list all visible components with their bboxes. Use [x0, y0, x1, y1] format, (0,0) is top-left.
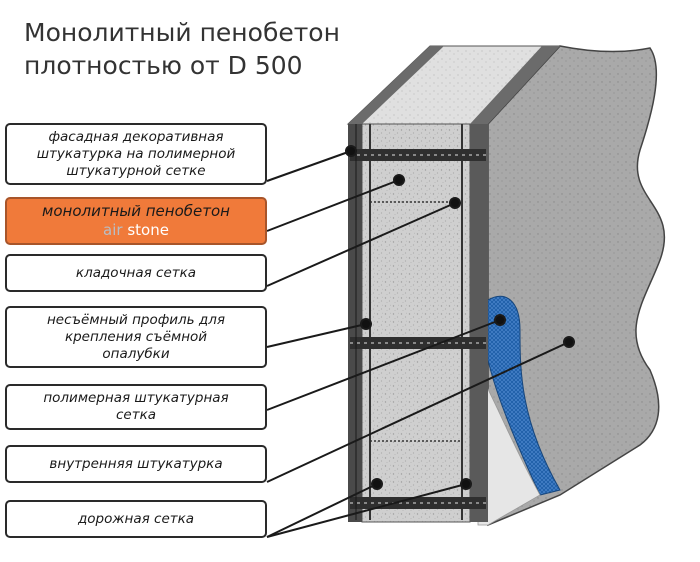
label-polymer-mesh-line-1: полимерная штукатурная [43, 390, 229, 406]
label-interior-plaster-line-1: внутренняя штукатурка [49, 455, 223, 472]
label-facade-plaster-line-3: штукатурной сетке [66, 162, 206, 179]
label-polymer-mesh-line-2: сетка [115, 407, 157, 423]
label-monolithic-foam-concrete-line-1: монолитный пенобетон [42, 202, 230, 220]
diagram-title: Монолитный пенобетон плотностью от D 500 [24, 16, 444, 82]
profile-band-top [350, 149, 486, 161]
label-facade-plaster-line-2: штукатурка на полимерной [36, 145, 236, 162]
profile-band-bottom [350, 497, 486, 509]
label-interior-plaster: внутренняя штукатурка [5, 445, 267, 483]
brand-air: air [103, 221, 123, 239]
leader-lines [266, 145, 575, 538]
facade-plaster-layer [348, 124, 362, 522]
wall-core [361, 123, 471, 523]
label-masonry-mesh: кладочная сетка [5, 254, 267, 292]
label-facade-plaster: фасадная декоративная штукатурка на поли… [5, 123, 267, 185]
label-road-mesh: дорожная сетка [5, 500, 267, 538]
label-facade-plaster-line-1: фасадная декоративная [48, 128, 224, 145]
wall-facade-face [487, 45, 666, 527]
label-road-mesh-line-1: дорожная сетка [77, 510, 195, 527]
brand-stone: stone [127, 221, 169, 239]
polymer-mesh-strip [487, 295, 561, 496]
title-line-1: Монолитный пенобетон [24, 18, 340, 47]
label-polymer-mesh: полимерная штукатурная сетка [5, 384, 267, 430]
label-masonry-mesh-line-1: кладочная сетка [75, 264, 197, 281]
label-fixed-profile-line-2: крепления съёмной [64, 328, 208, 345]
label-monolithic-foam-concrete: монолитный пенобетон air stone [5, 197, 267, 245]
interior-layer [470, 124, 488, 522]
brand-name: air stone [103, 221, 169, 240]
profile-band-middle [350, 337, 486, 349]
label-fixed-profile: несъёмный профиль для крепления съёмной … [5, 306, 267, 368]
label-fixed-profile-line-1: несъёмный профиль для [46, 311, 226, 328]
label-fixed-profile-line-3: опалубки [102, 345, 170, 362]
title-line-2: плотностью от D 500 [24, 51, 303, 80]
